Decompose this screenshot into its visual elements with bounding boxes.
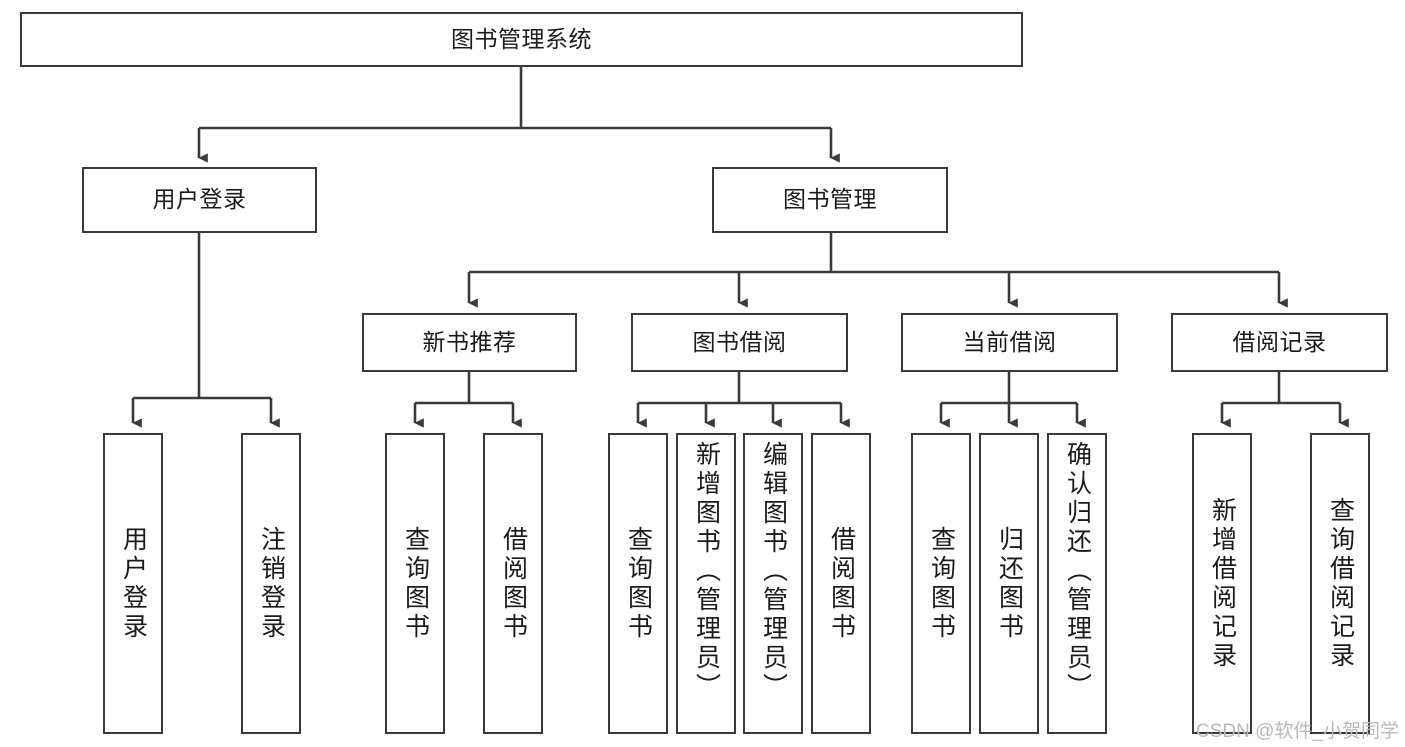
node-label: 新增图书（管理员） <box>692 441 721 702</box>
node-label: 借阅图书 <box>499 525 528 642</box>
node-label: 图书管理系统 <box>451 25 592 52</box>
node-book-management[interactable]: 图书管理 <box>712 167 948 233</box>
node-user-login[interactable]: 用户登录 <box>82 167 317 233</box>
leaf-query-borrow-record[interactable]: 查询借阅记录 <box>1310 433 1370 734</box>
node-label: 归还图书 <box>995 525 1024 642</box>
csdn-watermark: CSDN @软件_小贺同学 <box>1196 721 1399 742</box>
leaf-borrow-book-recommend[interactable]: 借阅图书 <box>483 433 543 734</box>
node-label: 图书借阅 <box>692 328 787 355</box>
node-label: 确认归还（管理员） <box>1063 441 1092 702</box>
node-label: 查询图书 <box>927 525 956 642</box>
node-label: 查询图书 <box>401 525 430 642</box>
node-borrow-record[interactable]: 借阅记录 <box>1171 313 1388 372</box>
node-label: 新书推荐 <box>422 328 517 355</box>
leaf-query-book-current[interactable]: 查询图书 <box>911 433 971 734</box>
leaf-query-book-borrow[interactable]: 查询图书 <box>608 433 668 734</box>
leaf-add-book-admin[interactable]: 新增图书（管理员） <box>676 433 736 734</box>
leaf-add-borrow-record[interactable]: 新增借阅记录 <box>1192 433 1252 734</box>
node-book-borrow[interactable]: 图书借阅 <box>631 313 848 372</box>
leaf-user-login[interactable]: 用户登录 <box>103 433 163 734</box>
leaf-query-book-recommend[interactable]: 查询图书 <box>385 433 445 734</box>
node-label: 当前借阅 <box>962 328 1057 355</box>
node-label: 查询借阅记录 <box>1326 496 1355 671</box>
node-label: 用户登录 <box>152 186 247 213</box>
node-label: 借阅记录 <box>1232 328 1327 355</box>
node-label: 查询图书 <box>624 525 653 642</box>
node-new-book-recommend[interactable]: 新书推荐 <box>362 313 577 372</box>
node-root-system[interactable]: 图书管理系统 <box>20 12 1023 67</box>
leaf-logout[interactable]: 注销登录 <box>241 433 301 734</box>
leaf-borrow-book[interactable]: 借阅图书 <box>811 433 871 734</box>
leaf-confirm-return-admin[interactable]: 确认归还（管理员） <box>1047 433 1107 734</box>
leaf-edit-book-admin[interactable]: 编辑图书（管理员） <box>743 433 803 734</box>
node-label: 图书管理 <box>783 186 877 213</box>
leaf-return-book[interactable]: 归还图书 <box>979 433 1039 734</box>
node-label: 借阅图书 <box>827 525 856 642</box>
node-current-borrow[interactable]: 当前借阅 <box>901 313 1118 372</box>
node-label: 编辑图书（管理员） <box>759 441 788 702</box>
node-label: 用户登录 <box>119 525 148 642</box>
node-label: 注销登录 <box>257 525 286 642</box>
node-label: 新增借阅记录 <box>1208 496 1237 671</box>
